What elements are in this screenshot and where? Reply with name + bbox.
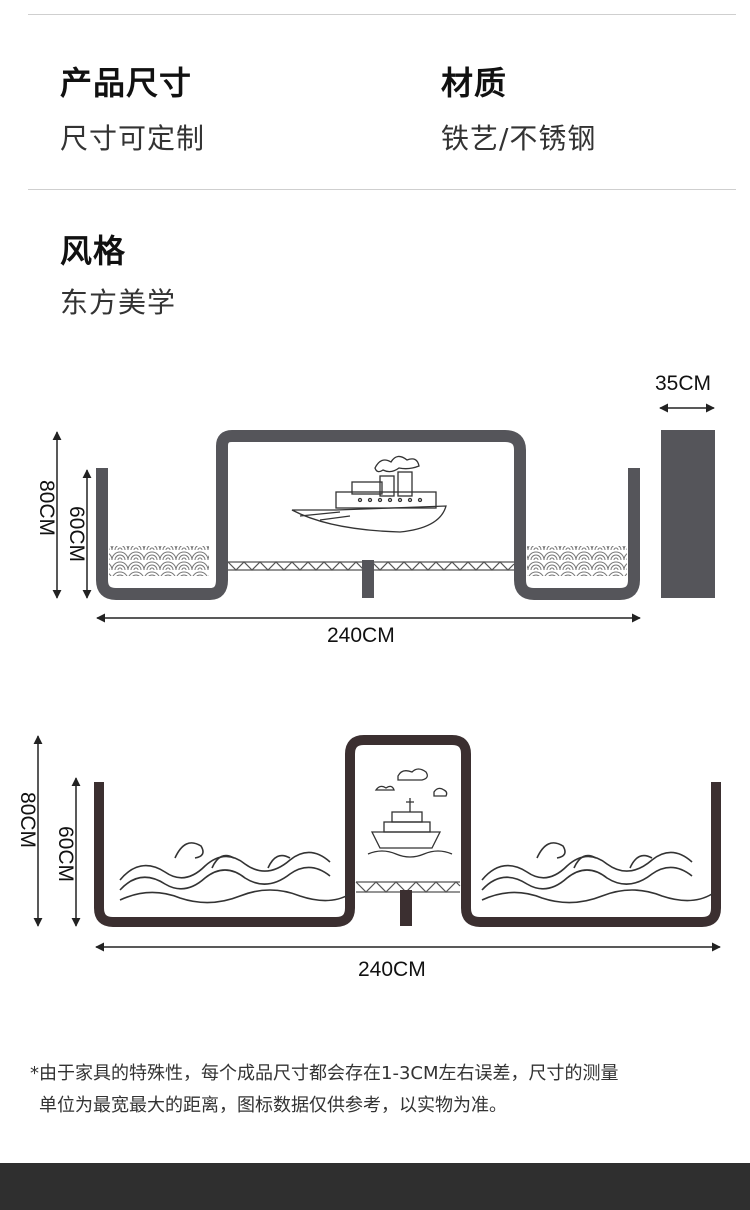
fig1-total-height-label: 80CM: [35, 479, 59, 537]
fig2-seat-height-label: 60CM: [54, 825, 78, 883]
disclaimer-line-2: 单位为最宽最大的距离，图标数据仅供参考，以实物为准。: [39, 1095, 507, 1116]
fig1-width-label: 240CM: [327, 624, 395, 647]
side-profile-panel: [661, 430, 715, 598]
fig1-seat-height-label: 60CM: [65, 505, 89, 563]
product-size-label: 产品尺寸: [60, 64, 193, 102]
material-label: 材质: [441, 64, 508, 102]
style-value: 东方美学: [60, 286, 177, 319]
footer-bar: [0, 1163, 750, 1210]
fig2-total-height-label: 80CM: [16, 791, 40, 849]
disclaimer-note: *由于家具的特殊性，每个成品尺寸都会存在1-3CM左右误差，尺寸的测量 单位为最…: [30, 1058, 720, 1122]
wave-pattern-left: [119, 842, 351, 904]
cruise-ship-drawing: [367, 768, 453, 858]
material-value: 铁艺/不锈钢: [441, 122, 597, 155]
figure-2-bench-drawing: [33, 735, 721, 952]
steamship-drawing: [291, 455, 447, 533]
fig1-depth-label: 35CM: [655, 372, 712, 395]
wave-pattern-right: [481, 842, 713, 904]
bench-frame-1: [96, 430, 640, 600]
product-size-value: 尺寸可定制: [60, 122, 206, 155]
disclaimer-line-1: *由于家具的特殊性，每个成品尺寸都会存在1-3CM左右误差，尺寸的测量: [30, 1063, 619, 1084]
top-divider: [28, 14, 736, 15]
fig2-width-label: 240CM: [358, 958, 426, 981]
bench-frame-2: [94, 735, 721, 927]
style-label: 风格: [60, 232, 127, 270]
middle-divider: [28, 189, 736, 190]
figure-1-bench-drawing: [52, 403, 715, 623]
